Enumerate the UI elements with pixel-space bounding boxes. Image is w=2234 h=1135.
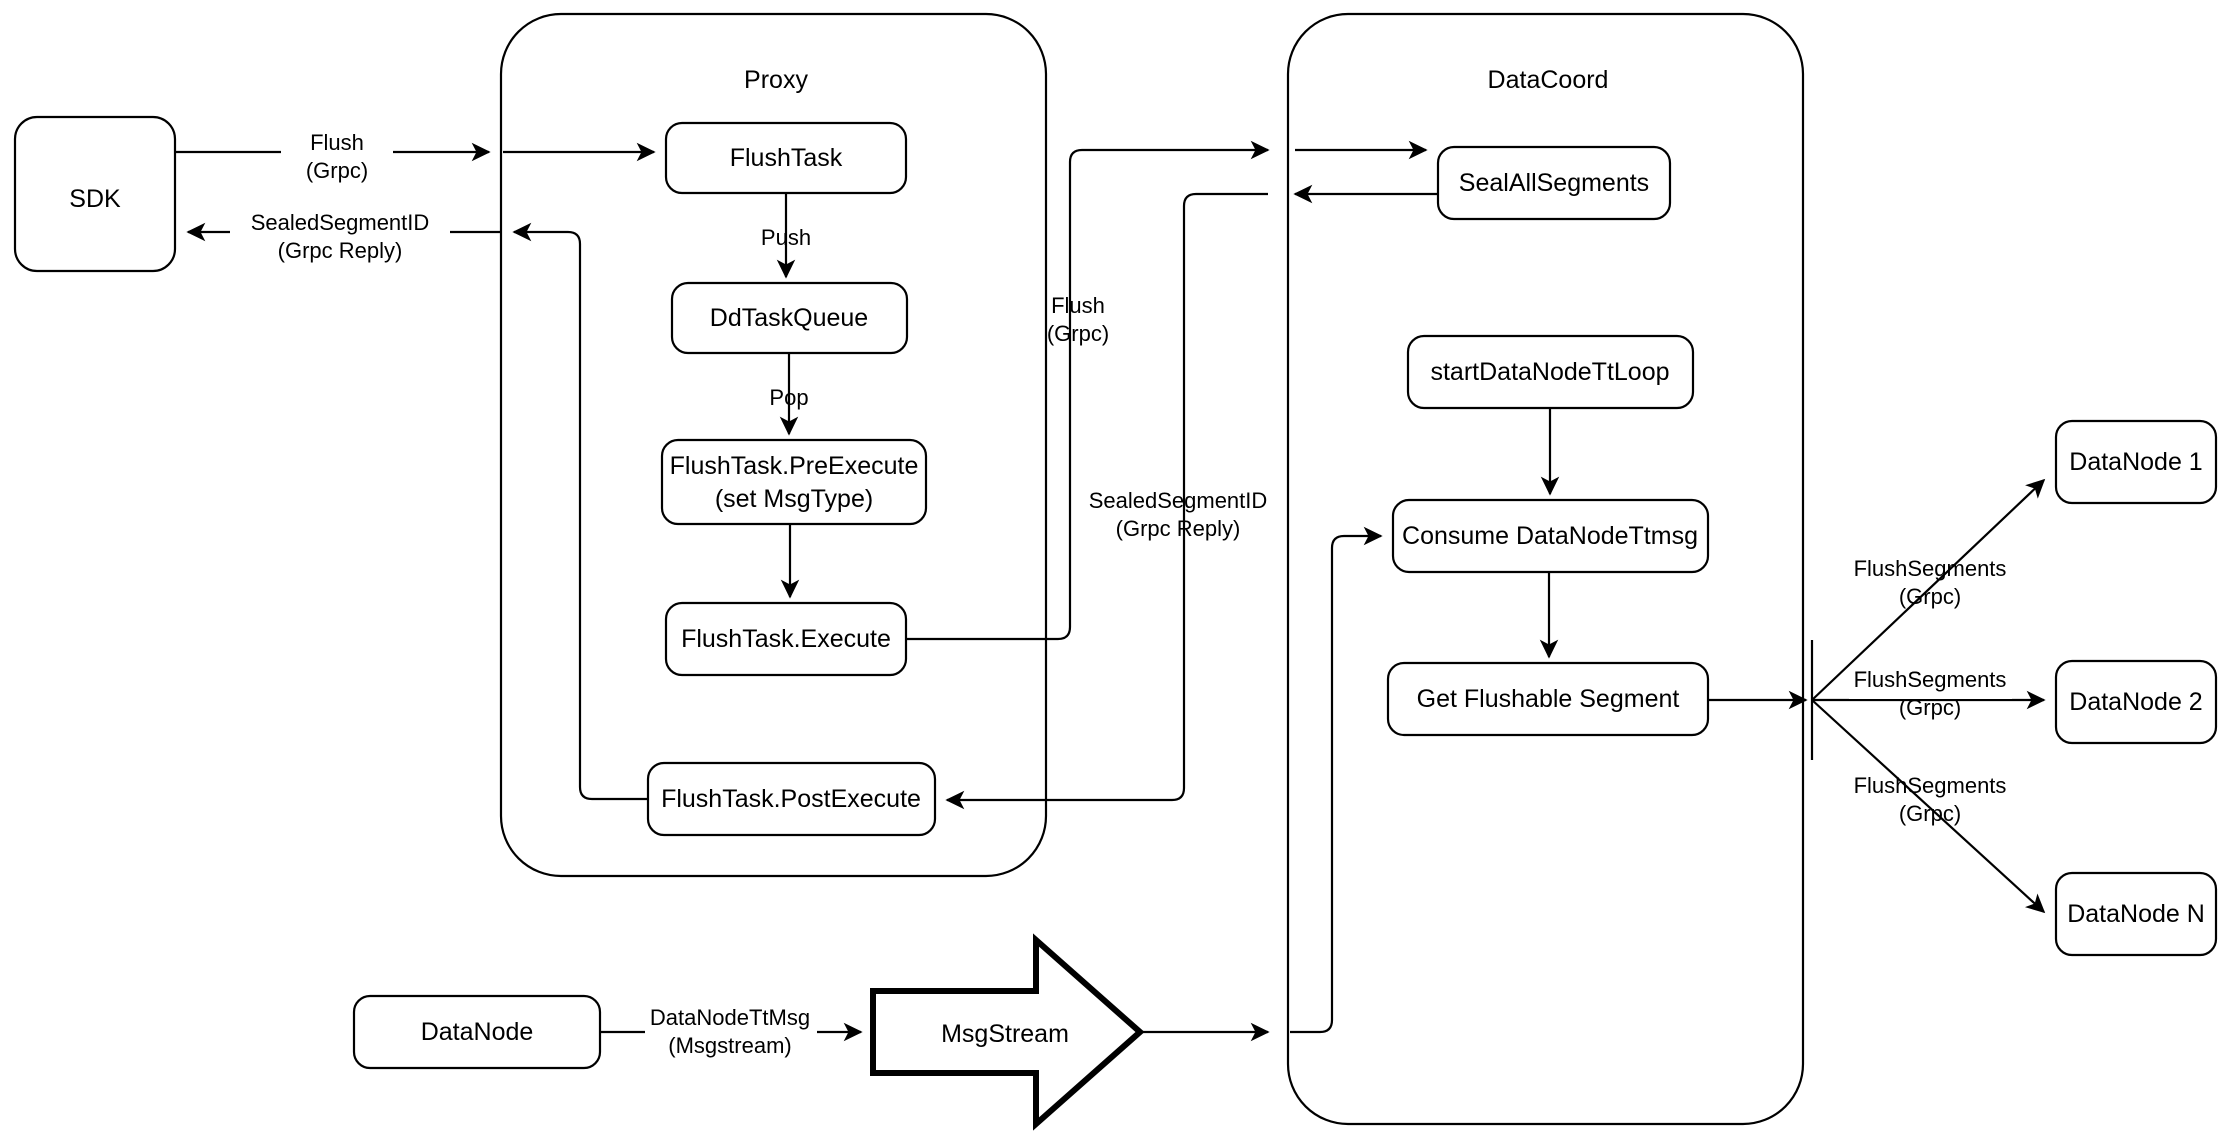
node-datanode-n-label: DataNode N <box>2067 900 2205 928</box>
edge-label-flush-sdk-line1: Flush <box>310 130 364 155</box>
node-startdatanodettloop-label: startDataNodeTtLoop <box>1430 358 1669 386</box>
edge-label-flushsegments1-line1: FlushSegments <box>1854 556 2007 581</box>
label-mask-flush <box>281 129 393 156</box>
node-flushtask-postexecute-label: FlushTask.PostExecute <box>661 785 921 813</box>
edge-label-sealed-mid-line1: SealedSegmentID <box>1089 488 1268 513</box>
label-mask-flushsegments2 <box>1849 674 2012 699</box>
edge-label-flushsegments2-line2: (Grpc) <box>1899 695 1961 720</box>
edge-label-datanodettmsg-line1-top: DataNodeTtMsg <box>650 1005 810 1030</box>
node-sdk[interactable] <box>13 115 177 273</box>
node-sealallsegments[interactable] <box>1436 145 1672 221</box>
node-datanode-2[interactable] <box>2054 659 2218 745</box>
edge-label-flush-sdk-line2: (Grpc) <box>306 158 368 183</box>
edge-label-flushsegments1-line2: (Grpc) <box>1899 584 1961 609</box>
node-get-flushable-segment-label: Get Flushable Segment <box>1417 685 1680 713</box>
edge-label-flushsegmentsn-line2: (Grpc) <box>1899 801 1961 826</box>
node-flushtask-preexecute-label-line2: (set MsgType) <box>715 485 873 513</box>
node-datanode-1-label: DataNode 1 <box>2069 448 2202 476</box>
edge-label-datanodettmsg-line2: (Msgstream) <box>668 1033 791 1058</box>
edge-label-pop: Pop <box>769 385 808 410</box>
edge-label-sealed-mid-line2: (Grpc Reply) <box>1116 516 1241 541</box>
node-sdk-label: SDK <box>69 185 121 213</box>
edge-datacoord-boundary-to-consume <box>1290 526 1383 1034</box>
edge-junction-to-datanode1 <box>1811 478 2046 701</box>
node-datanode-bottom-label: DataNode <box>421 1018 534 1046</box>
edge-label-sealed-sdk-line1: SealedSegmentID <box>251 210 430 235</box>
node-msgstream-label: MsgStream <box>941 1020 1069 1048</box>
node-msgstream-arrow[interactable] <box>870 933 1145 1131</box>
node-flushtask-execute-label: FlushTask.Execute <box>681 625 891 653</box>
edge-execute-to-sealallsegments <box>906 140 1270 641</box>
node-flushtask-label: FlushTask <box>730 144 843 172</box>
edge-label-push: Push <box>761 225 811 250</box>
node-datanode-2-label: DataNode 2 <box>2069 688 2202 716</box>
edge-label-flush-grpc-mid-line1: Flush <box>1051 293 1105 318</box>
node-ddtaskqueue-label: DdTaskQueue <box>710 304 868 332</box>
node-consume-datanodettmsg[interactable] <box>1391 498 1710 574</box>
edge-label-flushsegments2-line1-top: FlushSegments <box>1854 667 2007 692</box>
container-proxy <box>499 12 1048 878</box>
node-flushtask-preexecute[interactable] <box>660 438 928 526</box>
node-consume-datanodettmsg-label: Consume DataNodeTtmsg <box>1402 522 1698 550</box>
node-sealallsegments-label: SealAllSegments <box>1459 169 1649 197</box>
container-datacoord-label: DataCoord <box>1488 66 1609 94</box>
node-datanode-1[interactable] <box>2054 419 2218 505</box>
label-mask-sealed <box>230 209 450 236</box>
edge-label-flushsegmentsn-line1: FlushSegments <box>1854 773 2007 798</box>
container-proxy-label: Proxy <box>744 66 808 94</box>
edge-label-sealed-sdk-line2: (Grpc Reply) <box>278 238 403 263</box>
edge-postexecute-to-proxy-boundary <box>512 222 648 801</box>
container-datacoord <box>1286 12 1805 1126</box>
edge-junction-to-datanoden <box>1811 699 2046 914</box>
node-flushtask-preexecute-label-line1: FlushTask.PreExecute <box>670 452 919 480</box>
edge-label-flush-grpc-mid-line2: (Grpc) <box>1047 321 1109 346</box>
edge-datacoord-to-postexecute <box>945 192 1268 810</box>
node-datanode-n[interactable] <box>2054 871 2218 957</box>
label-mask-datanodettmsg <box>645 1010 817 1035</box>
